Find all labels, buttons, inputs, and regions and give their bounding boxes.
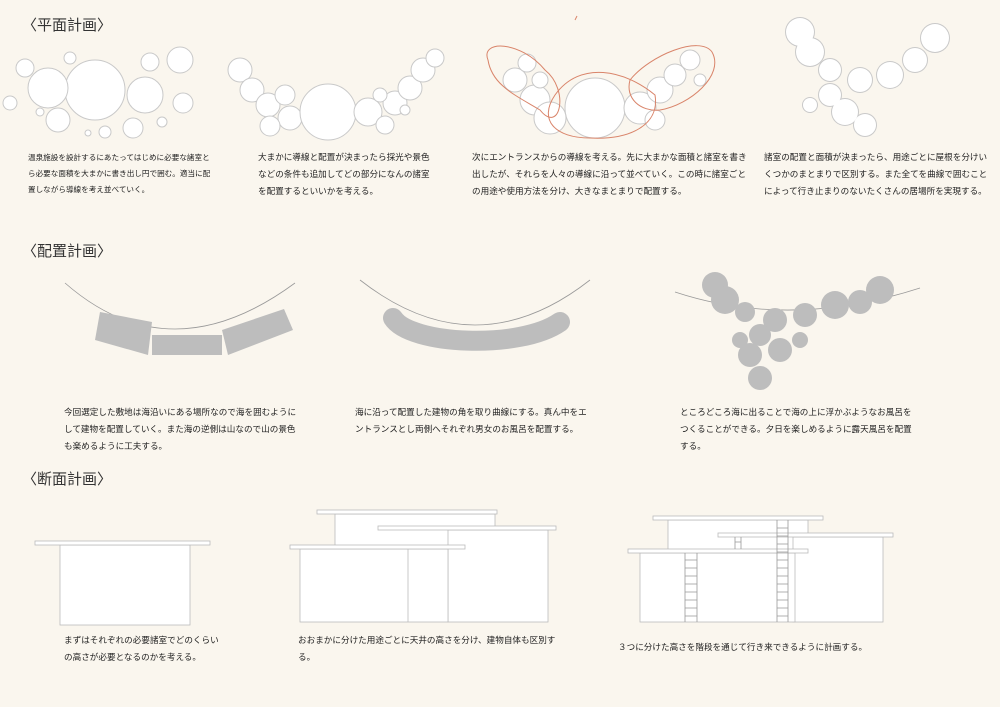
plan-zoning-3 (486, 15, 716, 139)
section-title-section: 〈断面計画〉 (22, 470, 113, 488)
layout-caption-2: 海に沿って配置した建物の角を取り曲線にする。真ん中をエントランスとし両側へそれぞ… (355, 408, 587, 435)
plan-bubbles-2 (227, 48, 445, 141)
section-diagram-2 (289, 509, 557, 623)
layout-diagram-3 (674, 272, 921, 390)
layout-diagram-1 (64, 282, 296, 355)
layout-caption-3: ところどころ海に出ることで海の上に浮かぶようなお風呂をつくることができる。夕日を… (680, 408, 912, 452)
section-caption-1: まずはそれぞれの必要諸室でどのくらいの高さが必要となるのかを考える。 (64, 636, 219, 663)
plan-caption-4: 諸室の配置と面積が決まったら、用途ごとに屋根を分けいくつかのまとまりで区別する。… (764, 153, 988, 197)
plan-caption-3: 次にエントランスからの導線を考える。先に大まかな面積と諸室を書き出したが、それら… (472, 153, 747, 197)
section-diagram-3 (627, 515, 894, 623)
plan-caption-1: 温泉施設を設計するにあたってはじめに必要な諸室とら必要な面積を大まかに書き出し円… (28, 153, 211, 194)
plan-bubbles-1 (2, 46, 194, 139)
layout-diagram-2 (359, 279, 591, 351)
section-caption-3: ３つに分けた高さを階段を通じて行き来できるように計画する。 (618, 643, 868, 653)
section-title-plan: 〈平面計画〉 (22, 16, 113, 34)
plan-roof-blobs-4 (785, 17, 950, 137)
section-title-layout: 〈配置計画〉 (22, 242, 113, 260)
plan-caption-2: 大まかに導線と配置が決まったら採光や景色などの条件も追加してどの部分になんの諸室… (258, 153, 430, 197)
section-diagram-1 (34, 540, 211, 626)
section-caption-2: おおまかに分けた用途ごとに天井の高さを分け、建物自体も区別する。 (298, 636, 556, 663)
layout-caption-1: 今回選定した敷地は海沿いにある場所なので海を囲むようにして建物を配置していく。ま… (64, 408, 297, 452)
